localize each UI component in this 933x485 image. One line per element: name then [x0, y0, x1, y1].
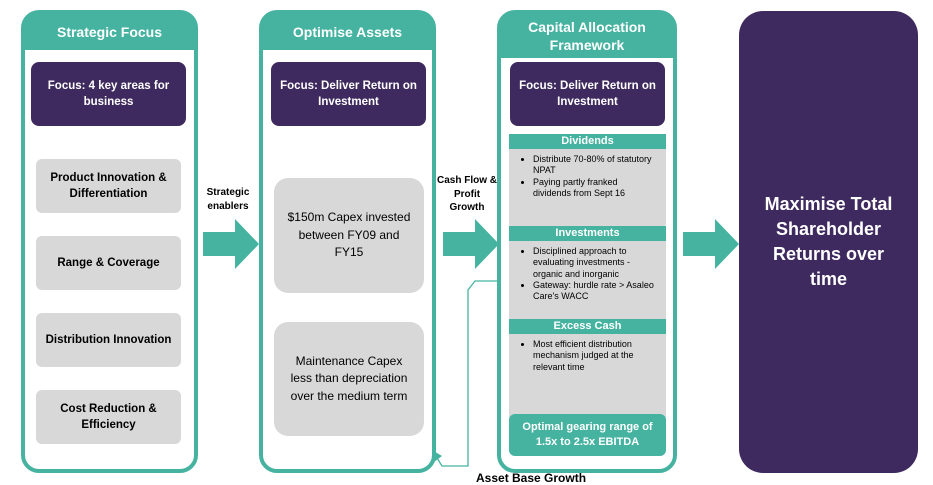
feedback-label: Asset Base Growth — [476, 471, 587, 485]
optimise-item-2: Maintenance Capex less than depreciation… — [274, 322, 424, 436]
strategic-focus-title: Strategic Focus — [25, 14, 194, 50]
optimise-assets-title: Optimise Assets — [263, 14, 432, 50]
feedback-arrow-icon — [432, 280, 535, 467]
strategic-item-3: Distribution Innovation — [36, 313, 181, 367]
investments-title: Investments — [509, 226, 666, 241]
dividends-bullet-1: Distribute 70-80% of statutory NPAT — [533, 154, 658, 177]
gearing-box: Optimal gearing range of 1.5x to 2.5x EB… — [509, 414, 666, 456]
arrow-right-icon — [443, 219, 499, 269]
strategic-item-2: Range & Coverage — [36, 236, 181, 290]
strategic-item-4: Cost Reduction & Efficiency — [36, 390, 181, 444]
strategic-item-1: Product Innovation & Differentiation — [36, 159, 181, 213]
dividends-bullet-2: Paying partly franked dividends from Sep… — [533, 177, 658, 200]
arrow1-label: Strategic enablers — [206, 187, 250, 212]
strategic-focus-box: Focus: 4 key areas for business — [31, 62, 186, 126]
arrow2-label: Cash Flow & Profit Growth — [436, 175, 497, 213]
optimise-focus-box: Focus: Deliver Return on Investment — [271, 62, 426, 126]
investments-bullet-1: Disciplined approach to evaluating inves… — [533, 246, 658, 280]
optimise-item-1: $150m Capex invested between FY09 and FY… — [274, 178, 424, 293]
dividends-section: Dividends Distribute 70-80% of statutory… — [509, 134, 666, 229]
arrow-right-icon — [203, 219, 259, 269]
investments-section: Investments Disciplined approach to eval… — [509, 226, 666, 326]
capital-allocation-title: Capital Allocation Framework — [501, 14, 673, 58]
capital-focus-box: Focus: Deliver Return on Investment — [510, 62, 665, 126]
excess-cash-section: Excess Cash Most efficient distribution … — [509, 319, 666, 423]
investments-bullet-2: Gateway: hurdle rate > Asaleo Care's WAC… — [533, 280, 658, 303]
arrow-right-icon — [683, 219, 739, 269]
excess-cash-bullet-1: Most efficient distribution mechanism ju… — [533, 339, 658, 373]
dividends-title: Dividends — [509, 134, 666, 149]
final-outcome-box: Maximise Total Shareholder Returns over … — [739, 11, 918, 473]
excess-cash-title: Excess Cash — [509, 319, 666, 334]
